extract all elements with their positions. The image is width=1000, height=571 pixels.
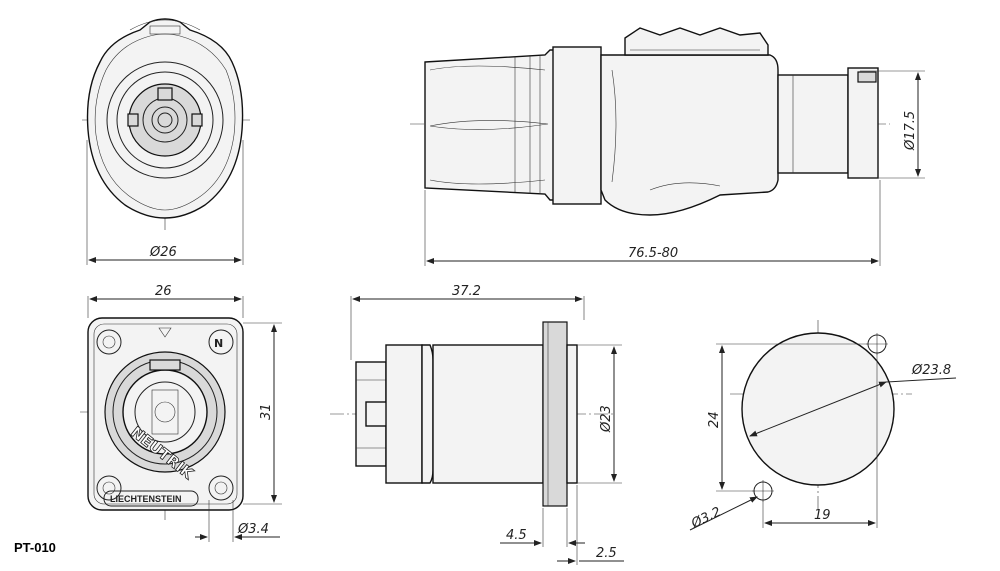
dim-socket-diameter: Ø23	[577, 344, 622, 484]
dim-hole-spacing-horizontal: 19	[762, 353, 878, 528]
overall-length-label: 76.5-80	[628, 246, 678, 261]
connector-front-view	[82, 18, 250, 230]
cutout-diameter-label: Ø23.8	[911, 363, 951, 378]
dim-overall-length: 76.5-80	[424, 180, 881, 266]
panel-offset-label: 2.5	[596, 546, 617, 561]
mount-hole-label: Ø3.4	[237, 522, 269, 537]
front-diameter-label: Ø26	[149, 245, 177, 260]
dim-cutout-hole: Ø3.2	[688, 496, 758, 532]
flange-thickness-label: 4.5	[506, 528, 527, 543]
flange-height-label: 31	[259, 403, 274, 420]
dim-front-diameter: Ø26	[86, 140, 244, 265]
connector-side-view	[410, 27, 890, 216]
socket-front-view: N NEUTRIK LIECHTENSTEIN	[80, 317, 244, 520]
dim-socket-depth: 37.2	[350, 284, 585, 360]
dim-flange-height: 31	[243, 322, 282, 505]
part-number: PT-010	[14, 540, 56, 555]
hole-spacing-vertical-label: 24	[707, 411, 722, 428]
dim-rear-diameter: Ø17.5	[860, 70, 925, 179]
socket-side-view	[330, 321, 615, 507]
rear-diameter-label: Ø17.5	[903, 111, 918, 151]
flange-width-label: 26	[155, 284, 172, 299]
origin-mark: LIECHTENSTEIN	[110, 494, 182, 504]
socket-depth-label: 37.2	[452, 284, 481, 299]
hole-spacing-horizontal-label: 19	[814, 508, 831, 523]
dim-hole-spacing-vertical: 24	[707, 343, 868, 492]
svg-text:N: N	[214, 337, 223, 350]
dim-flange-width: 26	[87, 284, 244, 318]
cutout-hole-label: Ø3.2	[688, 505, 723, 532]
dim-mount-hole: Ø3.4	[195, 500, 280, 542]
dim-flange-thickness: 4.5	[500, 508, 585, 547]
socket-diameter-label: Ø23	[599, 405, 614, 433]
panel-cutout-view: Ø23.8	[730, 320, 957, 510]
dim-panel-offset: 2.5	[557, 485, 624, 565]
